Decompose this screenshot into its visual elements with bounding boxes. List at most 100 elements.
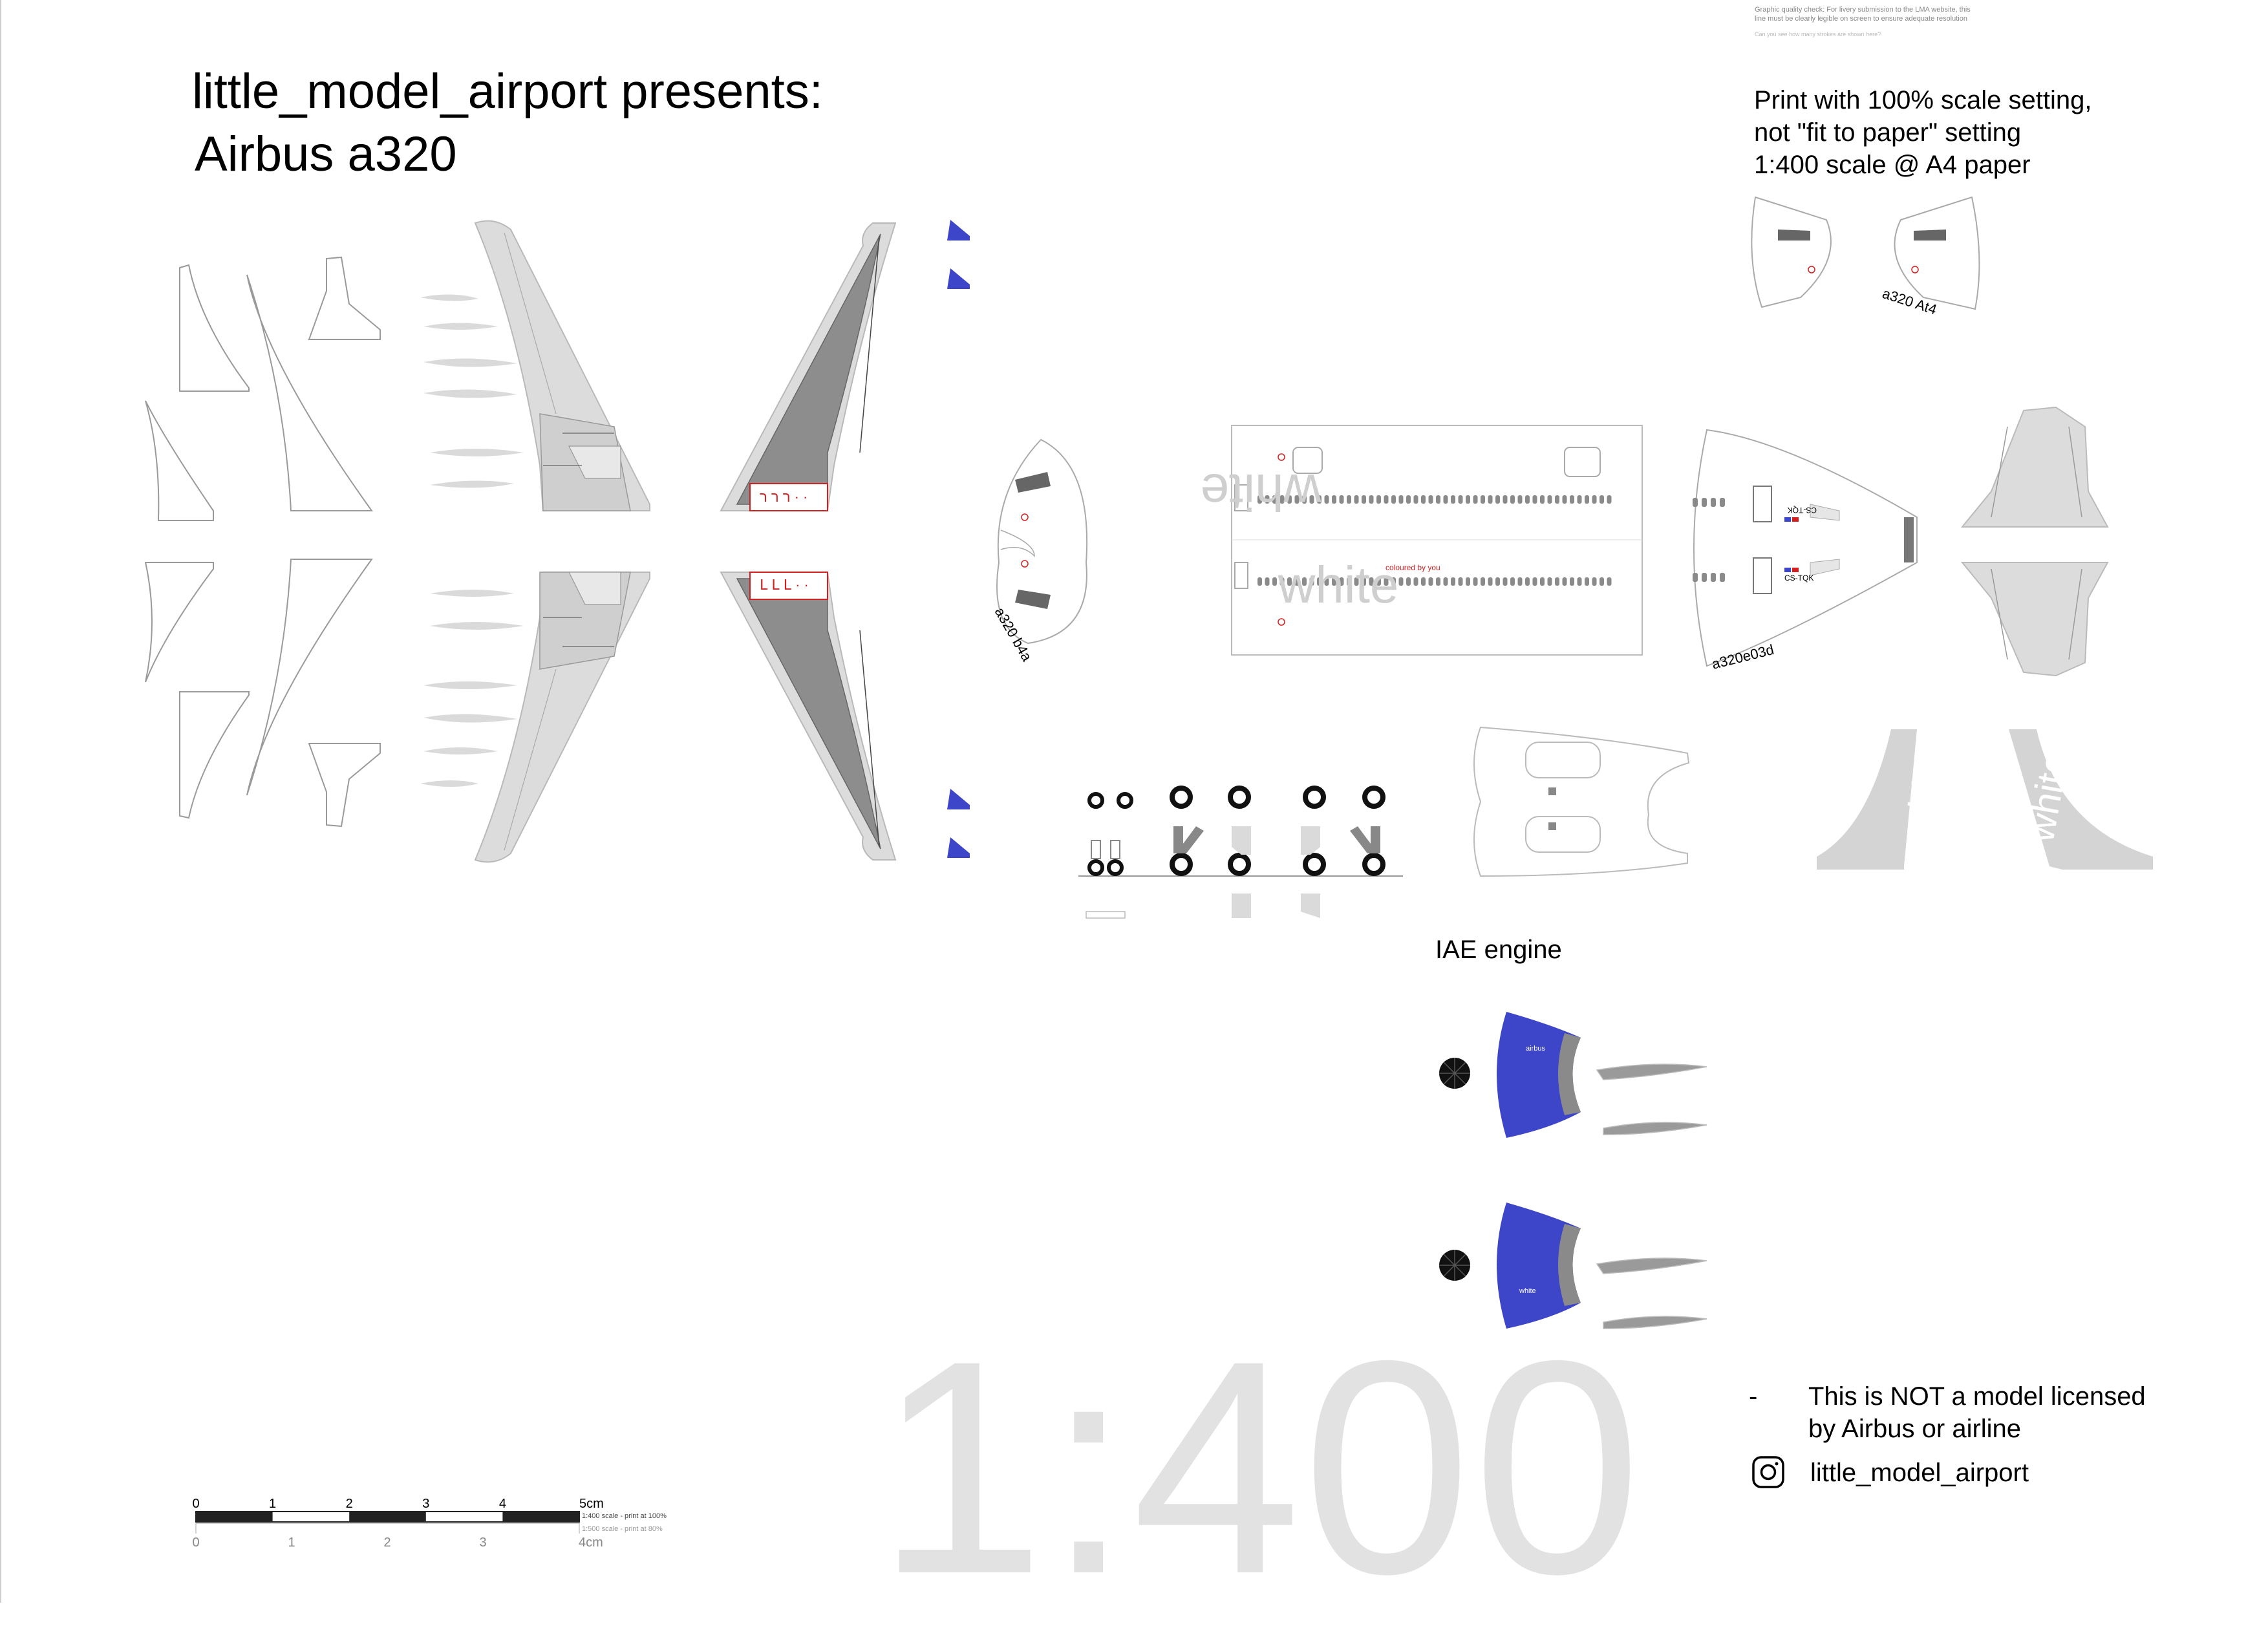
engine-fan-top — [1439, 1058, 1470, 1089]
fuselage-window — [1510, 495, 1515, 504]
fuselage-window — [1585, 577, 1589, 586]
fuselage-window — [1421, 577, 1426, 586]
fuselage-window — [1354, 495, 1359, 504]
fuselage-window — [1332, 495, 1336, 504]
stab-part-5 — [144, 562, 214, 683]
quality-check-line3: Can you see how many strokes are shown h… — [1755, 31, 1881, 37]
wing-top-right: ר ר ר · · ᒪ ᒪ ᒪ · · — [720, 222, 897, 861]
gear-legs — [1173, 826, 1380, 853]
fuselage-window — [1421, 495, 1426, 504]
engine-pylons-bottom — [1596, 1257, 1707, 1329]
fuselage-window — [1443, 495, 1448, 504]
fuselage-window — [1302, 577, 1307, 586]
fuselage-window — [1398, 495, 1404, 504]
scale-tick-bottom: 1 — [288, 1535, 295, 1550]
fuselage-window — [1443, 577, 1448, 586]
fuselage-window — [1525, 495, 1530, 504]
fuselage-white-bottom: white — [1278, 556, 1399, 614]
main-wheels — [1170, 786, 1385, 876]
engine-section-label: IAE engine — [1435, 936, 1562, 964]
page-edge — [0, 0, 1, 1603]
fuselage-window — [1347, 495, 1351, 504]
fuselage-window — [1279, 577, 1285, 586]
engine-cowl-bottom: white — [1497, 1203, 1581, 1329]
fuselage-white-top: white — [1201, 464, 1322, 521]
stab-part-4 — [145, 400, 214, 521]
fuselage-window — [1391, 577, 1396, 586]
fuselage-window — [1436, 495, 1440, 504]
fuselage-window — [1362, 577, 1366, 586]
fuselage-window — [1510, 577, 1515, 586]
fuselage-window — [1369, 577, 1374, 586]
nose-wheels — [1086, 792, 1133, 919]
fuselage-window — [1525, 577, 1530, 586]
vertical-fins: white white — [1817, 729, 2153, 870]
fuselage-panel: white white coloured by you — [1201, 425, 1643, 656]
fuselage-window — [1257, 495, 1262, 504]
fuselage-window — [1376, 577, 1381, 586]
instagram-handle: little_model_airport — [1810, 1459, 2029, 1487]
scale-tick-bottom: 2 — [383, 1535, 390, 1550]
landing-gear-parts — [1078, 786, 1403, 919]
fuselage-window — [1495, 577, 1500, 586]
disclaimer-dash: - — [1749, 1382, 1758, 1411]
fuselage-window — [1398, 577, 1404, 586]
registration-bottom: CS-TQK — [1784, 573, 1813, 583]
nose-piece-b4a: a320 b4a — [992, 438, 1088, 665]
scale-tick-top: 5cm — [579, 1497, 604, 1511]
print-instruction-line1: Print with 100% scale setting, — [1754, 86, 2092, 114]
fuselage-window — [1547, 577, 1552, 586]
scale-tick-top: 3 — [422, 1497, 429, 1511]
fuselage-window — [1287, 495, 1292, 504]
scale-tick-bottom: 3 — [479, 1535, 486, 1550]
scale-note-bottom: 1:500 scale - print at 80% — [582, 1525, 663, 1533]
centre-wingbox — [1473, 726, 1690, 877]
fuselage-window — [1466, 495, 1470, 504]
fuselage-window — [1391, 495, 1396, 504]
gear-doors — [1232, 826, 1320, 918]
scale-tick-bottom: 4cm — [579, 1535, 603, 1550]
wingtip-sharklets — [947, 220, 970, 858]
fuselage-window — [1339, 577, 1344, 586]
fuselage-window — [1473, 577, 1478, 586]
engine-bottom-label: white — [1519, 1287, 1536, 1295]
fuselage-window — [1592, 577, 1597, 586]
fuselage-window — [1503, 495, 1508, 504]
fuselage-window — [1406, 577, 1411, 586]
fuselage-window — [1413, 495, 1418, 504]
fuselage-window — [1555, 577, 1559, 586]
fuselage-window — [1473, 495, 1478, 504]
fuselage-window — [1302, 495, 1307, 504]
template-parts: ר ר ר · · ᒪ ᒪ ᒪ · · a320 b4a a320 At4 — [144, 196, 2153, 1550]
engine-parts: airbus white — [1439, 1012, 1707, 1329]
fuselage-window — [1562, 577, 1567, 586]
fuselage-window — [1532, 577, 1537, 586]
fuselage-window — [1607, 577, 1612, 586]
fuselage-window — [1540, 577, 1545, 586]
disclaimer-line2: by Airbus or airline — [1808, 1415, 2022, 1443]
fuselage-window — [1570, 577, 1574, 586]
fuselage-window — [1599, 577, 1604, 586]
disclaimer-text: This is NOT a model licensed by Airbus o… — [1808, 1380, 2146, 1445]
fuselage-window — [1265, 495, 1270, 504]
fuselage-window — [1287, 577, 1292, 586]
big-scale-text: 1:400 — [876, 1298, 1643, 1637]
fuselage-window — [1451, 495, 1455, 504]
fuselage-window — [1555, 495, 1559, 504]
fin-root-pieces — [1960, 406, 2109, 677]
quality-check-line1: Graphic quality check: For livery submis… — [1755, 6, 1971, 14]
fuselage-window — [1592, 495, 1597, 504]
fuselage-window — [1503, 577, 1508, 586]
scale-tick-top: 1 — [269, 1497, 276, 1511]
fuselage-window — [1272, 577, 1277, 586]
stab-part-1 — [179, 264, 250, 392]
quality-check-line2: line must be clearly legible on screen t… — [1755, 15, 1967, 23]
fuselage-window — [1599, 495, 1604, 504]
stab-part-6 — [246, 559, 373, 796]
fuselage-window — [1481, 495, 1485, 504]
fuselage-window — [1309, 495, 1314, 504]
fuselage-window — [1540, 495, 1545, 504]
fuselage-window — [1532, 495, 1537, 504]
scale-tick-top: 4 — [499, 1497, 506, 1511]
scale-bar: 0 1 2 3 4 5cm 0 1 2 3 4cm 1:400 scale - … — [192, 1497, 667, 1550]
